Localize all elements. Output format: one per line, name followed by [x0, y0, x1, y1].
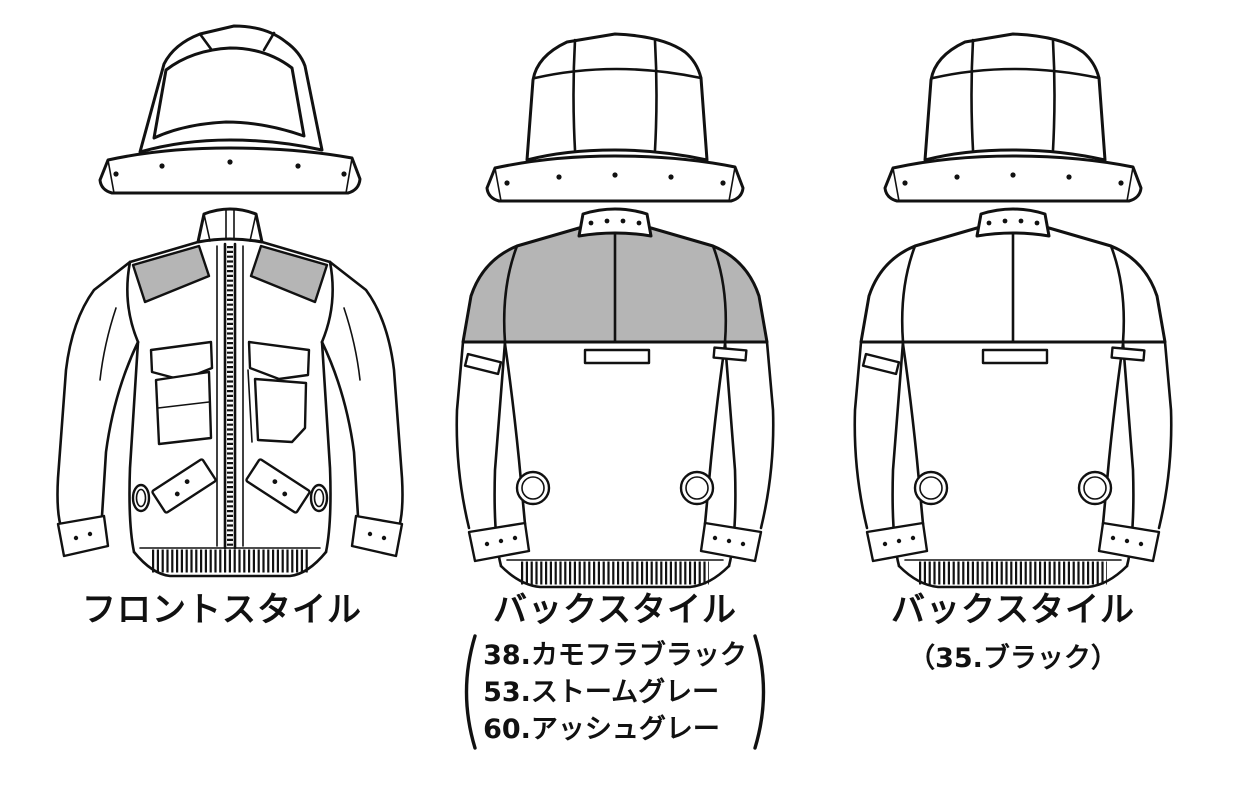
back-style-color-drawing — [425, 20, 805, 605]
open-paren-icon — [464, 634, 477, 750]
chest-pocket-left — [149, 340, 214, 446]
shoulder-panel-right — [249, 244, 329, 304]
front-hem — [132, 547, 328, 578]
front-right-sleeve — [320, 260, 404, 558]
color-options-group: 38.カモフラブラック 53.ストームグレー 60.アッシュグレー — [425, 630, 805, 754]
color-note-black: （35.ブラック） — [908, 643, 1118, 674]
front-zipper — [216, 242, 244, 550]
chest-pocket-right — [247, 340, 311, 444]
color-option: 38.カモフラブラック — [483, 639, 747, 671]
front-collar — [196, 207, 264, 244]
color-option: 53.ストームグレー — [483, 676, 720, 708]
side-vent-right — [309, 483, 329, 513]
waist-flap-left — [151, 458, 217, 514]
color-options-list: 38.カモフラブラック 53.ストームグレー 60.アッシュグレー — [483, 637, 747, 748]
close-paren-icon — [753, 634, 766, 750]
color-option: 60.アッシュグレー — [483, 713, 720, 745]
side-vent-left — [131, 483, 151, 513]
caption-front-style: フロントスタイル — [82, 590, 362, 630]
front-style-drawing — [56, 24, 404, 578]
back-style-black-drawing — [823, 20, 1203, 605]
front-left-sleeve — [56, 260, 140, 558]
front-style-figure — [12, 8, 432, 593]
jacket-front — [56, 207, 404, 578]
back-style-color-figure — [425, 20, 805, 605]
caption-back-style-black: バックスタイル — [891, 590, 1135, 630]
caption-back-style-color: バックスタイル — [493, 590, 737, 630]
hood-front — [98, 24, 362, 195]
shoulder-panel-left — [131, 244, 211, 304]
waist-flap-right — [245, 458, 311, 514]
back-style-black-figure — [823, 20, 1203, 605]
